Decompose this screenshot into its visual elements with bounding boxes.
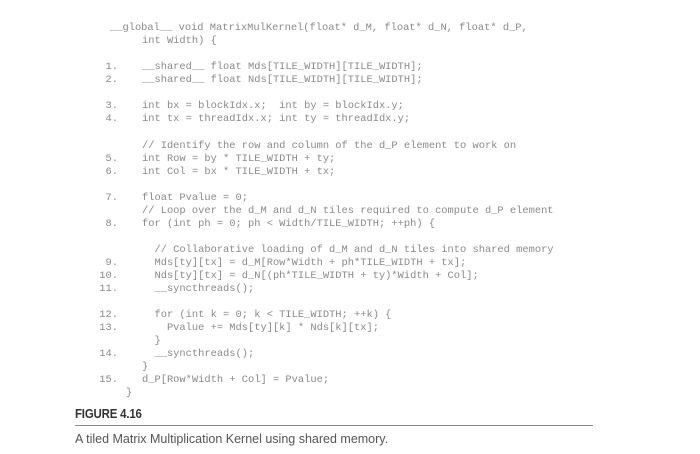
line-number: 3. (105, 100, 118, 112)
line-number: 12. (99, 309, 118, 321)
figure-divider (75, 425, 593, 426)
figure-caption: A tiled Matrix Multiplication Kernel usi… (75, 432, 389, 446)
closing-brace: } (142, 361, 149, 373)
code-line: __shared__ float Mds[TILE_WIDTH][TILE_WI… (142, 61, 423, 73)
code-line: for (int ph = 0; ph < Width/TILE_WIDTH; … (142, 218, 436, 230)
code-line: int bx = blockIdx.x; int by = blockIdx.y… (142, 100, 404, 112)
code-line: Nds[ty][tx] = d_N[(ph*TILE_WIDTH + ty)*W… (142, 270, 479, 282)
line-number: 2. (105, 74, 118, 86)
code-line: int Row = by * TILE_WIDTH + ty; (142, 153, 336, 165)
closing-brace: } (142, 335, 161, 347)
line-number: 7. (105, 192, 118, 204)
line-number: 8. (105, 218, 118, 230)
code-line: int Col = bx * TILE_WIDTH + tx; (142, 166, 336, 178)
line-number: 6. (105, 166, 118, 178)
function-signature-continuation: int Width) { (142, 35, 217, 47)
code-line: float Pvalue = 0; (142, 192, 249, 204)
code-comment: // Collaborative loading of d_M and d_N … (142, 244, 554, 256)
code-comment: // Loop over the d_M and d_N tiles requi… (142, 205, 554, 217)
line-number: 9. (105, 257, 118, 269)
line-number: 5. (105, 153, 118, 165)
code-line: Pvalue += Mds[ty][k] * Nds[k][tx]; (142, 322, 379, 334)
code-line: __syncthreads(); (142, 348, 255, 360)
code-line: __syncthreads(); (142, 283, 255, 295)
line-number: 4. (105, 113, 118, 125)
code-line: for (int k = 0; k < TILE_WIDTH; ++k) { (142, 309, 392, 321)
line-number: 14. (99, 348, 118, 360)
code-comment: // Identify the row and column of the d_… (142, 140, 517, 152)
line-number: 10. (99, 270, 118, 282)
line-number: 11. (99, 283, 118, 295)
function-closing-brace: } (126, 387, 133, 399)
line-number: 15. (99, 374, 118, 386)
function-signature: __global__ void MatrixMulKernel(float* d… (110, 22, 528, 34)
figure-label: FIGURE 4.16 (75, 406, 142, 421)
code-line: Mds[ty][tx] = d_M[Row*Width + ph*TILE_WI… (142, 257, 467, 269)
code-line: int tx = threadIdx.x; int ty = threadIdx… (142, 113, 411, 125)
line-number: 13. (99, 322, 118, 334)
line-number: 1. (105, 61, 118, 73)
code-line: d_P[Row*Width + Col] = Pvalue; (142, 374, 330, 386)
code-line: __shared__ float Nds[TILE_WIDTH][TILE_WI… (142, 74, 423, 86)
